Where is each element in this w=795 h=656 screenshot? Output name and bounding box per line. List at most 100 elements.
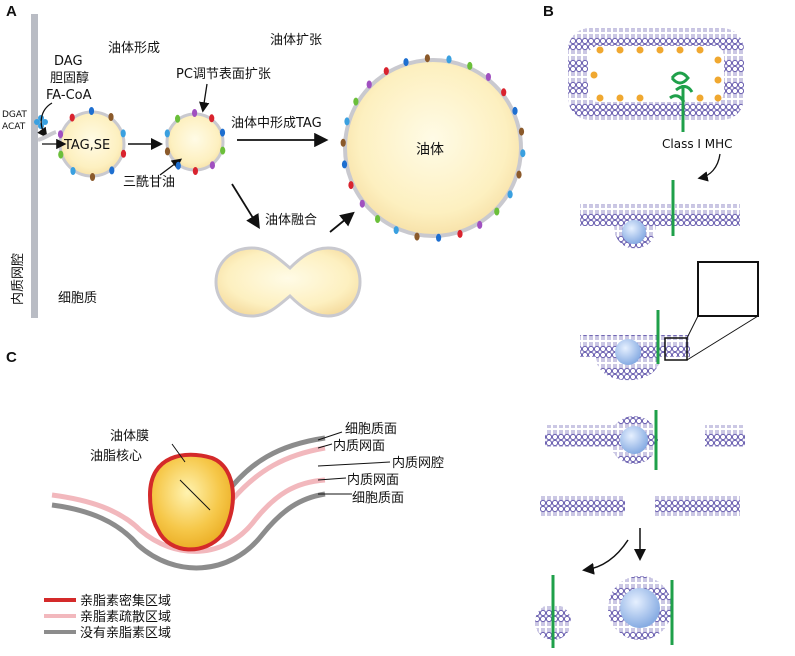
surface-protein [341,160,348,169]
er-membrane [31,14,38,318]
bud-neck [37,130,57,142]
surface-protein [477,220,483,229]
neutral-lipid-droplet [622,220,646,244]
side-label-4: 内质网面 [347,472,399,488]
enzyme-dgat-label: DGAT [2,110,27,120]
surface-protein [403,58,409,67]
surface-protein [108,113,114,121]
lipid-cholesterol-label: 胆固醇 [50,70,89,86]
legend-label-sparse: 亲脂素疏散区域 [80,610,171,625]
cytoplasm-label: 细胞质 [58,291,97,306]
surface-protein [192,167,198,175]
surface-protein [436,233,442,242]
inset-zoom-box [697,261,759,317]
lipid-dag-label: DAG [54,54,83,69]
surface-protein [175,114,181,123]
surface-protein [501,88,507,97]
surface-protein [209,114,215,123]
fusion-result-arrow [329,211,355,233]
surface-protein [518,127,525,136]
outer-leaflet-upper [51,477,326,554]
er-bilayer-stage2 [580,204,740,226]
er-bilayer-stage4-right [705,425,745,447]
surface-protein [512,106,518,115]
legend-label-dense: 亲脂素密集区域 [80,593,171,609]
tag-formation-label: 油体中形成TAG [231,116,322,131]
er-bilayer-stage5-left [540,495,625,517]
split-arrow-left [582,539,629,575]
surface-protein [393,226,399,235]
surface-protein [70,167,76,175]
surface-protein [353,97,359,106]
mhc-label: Class I MHC [662,137,733,151]
oil-body-drop [147,452,235,552]
lipid-orange-markers-top [590,46,722,102]
surface-protein [120,149,127,158]
mhc-protein-icon [669,71,694,132]
surface-protein [88,107,95,115]
surface-protein [375,215,381,223]
oil-body-membrane-label: 油体膜 [110,429,149,444]
surface-protein [209,161,215,170]
lipid-lens-stage3 [596,357,660,381]
er-membrane-top-pink [230,445,326,502]
surface-protein [348,181,354,190]
surface-protein [424,54,430,63]
large-oil-body [343,58,523,238]
er-membrane-lower [51,491,326,571]
surface-protein [414,232,420,241]
panel-c-letter: C [6,349,17,366]
surface-protein [359,199,365,208]
pc-surface-label: PC调节表面扩张 [176,67,271,82]
tag-arrow [159,158,183,176]
surface-protein [58,150,64,159]
surface-protein [109,166,115,175]
surface-protein [516,170,522,179]
side-label-2: 内质网面 [333,438,385,454]
core-lipids-label: TAG,SE [63,138,110,153]
surface-protein [69,113,75,122]
side-label-3: 内质网腔 [392,455,444,471]
panel-c: C 油体膜 油脂核心 细胞质面 内质网面 内质网腔 内质网面 细胞质面 亲脂素 [6,349,444,641]
substrate-arrow [37,102,53,139]
neutral-lipid-droplet-stage3 [615,339,641,365]
pc-arrow [199,83,210,113]
surface-protein [446,55,452,64]
inset-source-box [664,337,688,361]
panel-b-letter: B [543,3,554,20]
surface-protein [366,80,372,89]
surface-protein [520,149,526,158]
legend-label-none: 没有亲脂素区域 [80,626,171,641]
panel-b: B Class I MHC [535,3,759,648]
er-bilayer-stage4-left [545,425,615,447]
legend: 亲脂素密集区域 亲脂素疏散区域 没有亲脂素区域 [44,593,171,641]
core-pointer [179,479,211,511]
side-label-5: 细胞质面 [352,491,404,506]
surface-protein [57,130,64,139]
membrane-side-labels: 细胞质面 内质网面 内质网腔 内质网面 细胞质面 [317,422,444,506]
surface-protein [220,146,226,155]
mhc-arrow [697,153,721,182]
surface-protein [175,161,181,170]
er-lumen-label: 内质网腔 [10,253,26,305]
lipid-facoa-label: FA-CoA [46,88,92,103]
fusion-label: 油体融合 [265,213,317,228]
er-bilayer-stage5-right [655,495,740,517]
panel-a-letter: A [6,3,17,20]
surface-protein [219,128,226,137]
surface-proteins [57,54,526,242]
fusion-arrow [231,183,260,230]
surface-protein [164,129,170,138]
surface-protein [383,67,389,76]
small-oil-body [165,112,225,172]
oil-core-label: 油脂核心 [90,449,142,464]
membrane-pointer [171,443,186,463]
surface-protein [89,173,96,181]
enzyme-acat-label: ACAT [2,122,26,132]
fusing-oil-bodies [214,246,362,318]
surface-protein [507,190,513,199]
er-compartment-lumen [588,46,724,102]
surface-protein [164,147,171,156]
stage-expansion-label: 油体扩张 [270,33,322,48]
